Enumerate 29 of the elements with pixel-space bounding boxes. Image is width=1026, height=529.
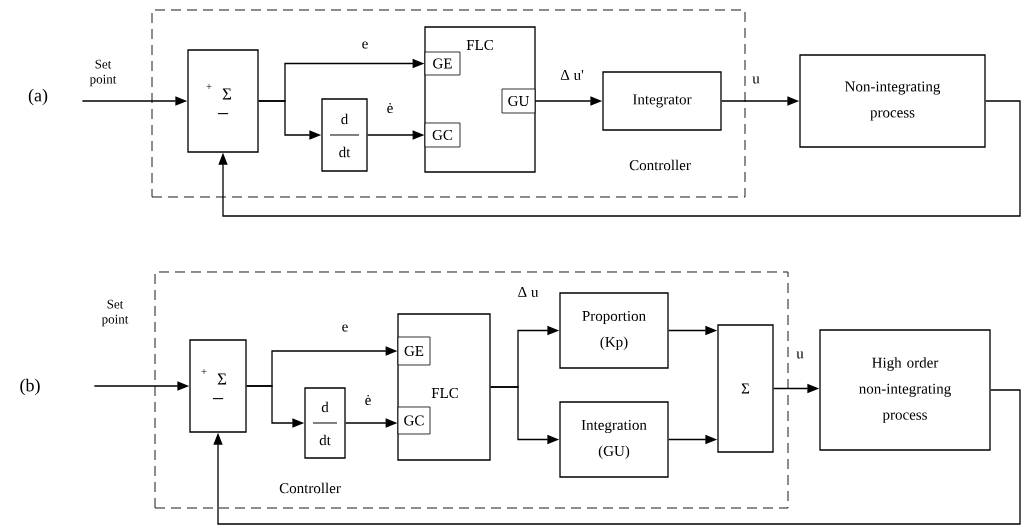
- panel-label: (a): [28, 88, 48, 106]
- derivative-block: d dt: [304, 387, 346, 459]
- edge-label: u: [751, 75, 761, 85]
- arrow: [213, 389, 1021, 525]
- edge-label: Δ u: [516, 285, 540, 298]
- process-block: Non-integrating process: [799, 54, 986, 148]
- edge-label: Δ u': [559, 68, 585, 81]
- port-box: GE: [424, 51, 461, 76]
- derivative-block: d dt: [321, 98, 368, 172]
- edge-label: e: [340, 323, 350, 333]
- summing-junction: + Σ −: [189, 339, 247, 433]
- integration-block: Integration (GU): [559, 401, 669, 478]
- edge-label: ė: [363, 393, 373, 407]
- summing-junction: + Σ −: [187, 49, 259, 153]
- port-box: GU: [501, 88, 536, 114]
- port-box: GC: [424, 122, 461, 148]
- edge-label: ė: [385, 101, 395, 115]
- integrator-block: Integrator: [602, 71, 722, 131]
- port-box: GE: [397, 336, 431, 366]
- edge-label: e: [360, 40, 370, 50]
- proportional-block: Proportion (Kp): [559, 292, 669, 369]
- edge-label: u: [795, 350, 805, 360]
- port-box: GC: [397, 406, 431, 435]
- summing-block: Σ: [717, 324, 774, 453]
- input-label: Set point: [101, 299, 129, 327]
- process-block: High order non-integrating process: [819, 329, 991, 451]
- panel-label: (b): [20, 378, 40, 396]
- input-label: Set point: [89, 59, 117, 87]
- arrow: [218, 100, 1021, 217]
